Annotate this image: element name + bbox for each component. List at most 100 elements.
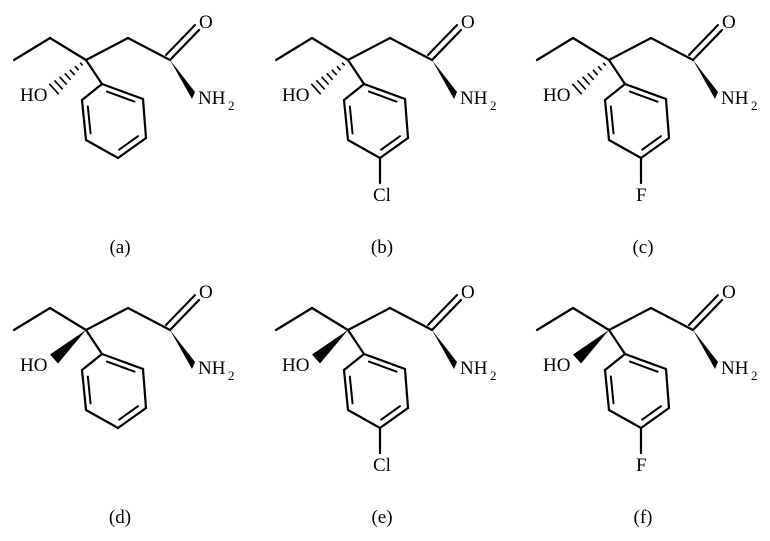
oxygen-label: O	[461, 12, 475, 33]
ring-bond	[639, 136, 671, 160]
ring-double-bond	[118, 405, 139, 421]
hash-line	[326, 72, 334, 81]
amide-subscript: 2	[490, 368, 497, 383]
amide-nitrogen-label: NH	[198, 358, 226, 379]
ring-bond	[84, 138, 120, 160]
aryl-bond	[607, 58, 627, 86]
ring-bond	[378, 136, 410, 160]
ring-double-bond	[628, 360, 659, 373]
hash-line	[310, 83, 322, 95]
chain-bond	[84, 36, 130, 62]
ethyl-bond	[48, 36, 88, 62]
ring-bond	[116, 406, 148, 430]
ring-double-bond	[105, 360, 136, 373]
hash-line	[602, 62, 607, 67]
hashed-stereo-bond	[310, 62, 346, 95]
hydroxyl-label: HO	[282, 355, 309, 376]
ethyl-bond	[274, 306, 314, 332]
wedge-stereo-bond	[572, 330, 609, 364]
chain-bond	[649, 36, 695, 62]
ring-bond	[141, 97, 148, 140]
caption-d: (d)	[109, 507, 131, 528]
chain-bond	[126, 306, 172, 332]
ring-double-bond	[348, 105, 354, 135]
ring-bond	[80, 98, 88, 142]
ring-double-bond	[367, 360, 398, 373]
amide-wedge-bond	[432, 60, 457, 99]
ring-double-bond	[105, 90, 136, 103]
ring-bond	[664, 97, 671, 140]
hydroxyl-label: HO	[20, 355, 47, 376]
chain-bond	[607, 306, 653, 332]
hash-line	[59, 76, 68, 86]
hash-line	[592, 69, 599, 76]
ring-double-bond	[380, 405, 401, 421]
ring-double-bond	[380, 135, 401, 151]
carbonyl-bond	[427, 294, 458, 326]
hash-line	[582, 76, 591, 86]
hashed-stereo-bond	[571, 62, 607, 95]
ring-bond	[623, 82, 668, 101]
hash-line	[587, 72, 595, 81]
oxygen-label: O	[722, 282, 736, 303]
benzene-ring	[80, 352, 148, 430]
carbonyl-bond	[691, 28, 724, 62]
chain-bond	[388, 36, 434, 62]
caption-f: (f)	[634, 507, 653, 528]
aryl-bond	[84, 58, 104, 86]
ring-bond	[403, 367, 410, 410]
ring-double-bond	[86, 105, 92, 135]
ring-bond	[80, 352, 104, 372]
carbonyl-bond	[430, 298, 463, 332]
benzene-ring	[603, 82, 671, 160]
ring-bond	[403, 97, 410, 140]
wedge-stereo-bond	[49, 330, 86, 364]
ethyl-bond	[535, 306, 575, 332]
hash-line	[336, 65, 342, 71]
hash-line	[53, 79, 64, 90]
carbonyl-bond	[168, 28, 201, 62]
ring-bond	[639, 406, 671, 430]
ring-bond	[84, 408, 120, 430]
benzene-ring	[342, 352, 410, 430]
ring-bond	[80, 82, 104, 102]
ring-double-bond	[348, 375, 354, 405]
amide-subscript: 2	[228, 368, 235, 383]
ring-double-bond	[609, 105, 615, 135]
ethyl-bond	[535, 36, 575, 62]
aryl-bond	[607, 328, 627, 356]
fluorine-label: F	[636, 185, 647, 206]
amide-wedge-bond	[170, 330, 195, 369]
ring-bond	[603, 82, 627, 102]
ring-bond	[342, 98, 350, 142]
ring-double-bond	[628, 90, 659, 103]
amide-nitrogen-label: NH	[721, 88, 749, 109]
ring-bond	[362, 352, 407, 371]
ring-bond	[141, 367, 148, 410]
ring-bond	[342, 352, 366, 372]
ring-bond	[607, 408, 643, 430]
amide-subscript: 2	[490, 98, 497, 113]
ring-bond	[362, 82, 407, 101]
hash-line	[69, 69, 76, 76]
oxygen-label: O	[199, 12, 213, 33]
ring-bond	[342, 368, 350, 412]
ring-bond	[603, 368, 611, 412]
hash-line	[576, 79, 587, 90]
ring-bond	[607, 138, 643, 160]
carbonyl-bond	[430, 28, 463, 62]
hydroxyl-label: HO	[543, 85, 570, 106]
amide-wedge-bond	[170, 60, 195, 99]
ethyl-bond	[48, 306, 88, 332]
ring-bond	[378, 406, 410, 430]
ring-double-bond	[641, 135, 662, 151]
aryl-bond	[346, 328, 366, 356]
ethyl-bond	[310, 36, 350, 62]
carbonyl-bond	[165, 294, 196, 326]
